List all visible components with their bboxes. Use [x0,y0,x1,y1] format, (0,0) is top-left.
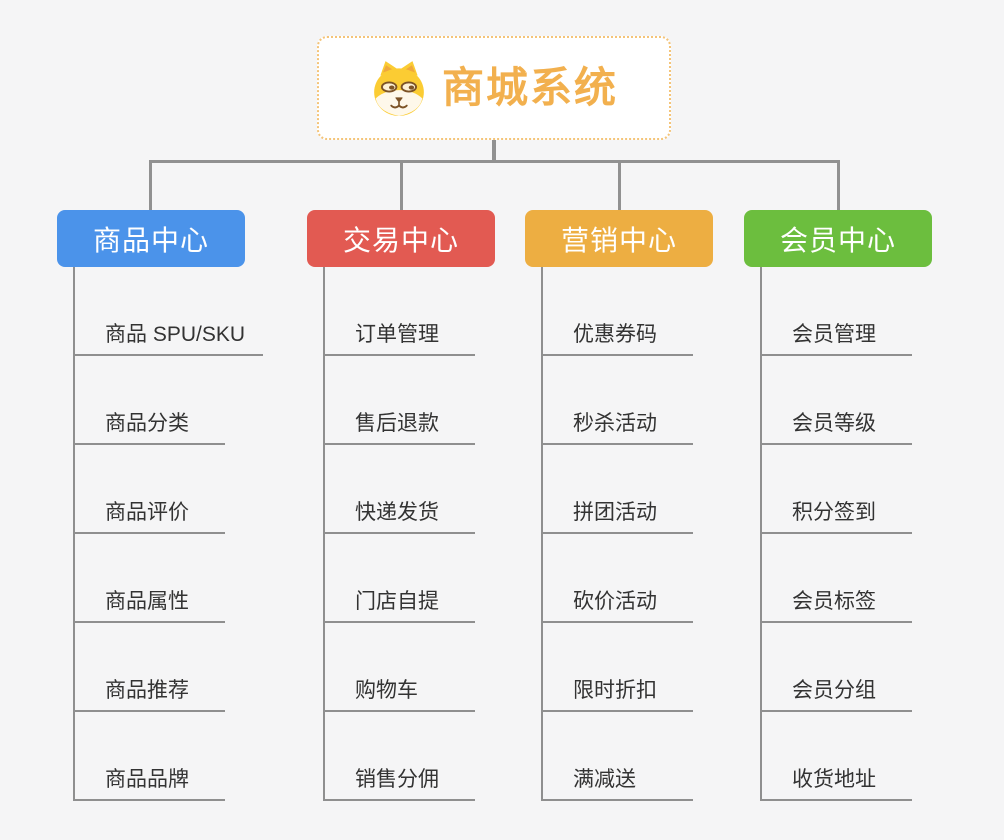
branch-items-marketing-center: 优惠券码 秒杀活动 拼团活动 砍价活动 限时折扣 满减送 [541,267,791,801]
item-node[interactable]: 商品 SPU/SKU [73,267,264,356]
branch-node-trade-center[interactable]: 交易中心 [307,210,495,267]
item-node[interactable]: 会员分组 [760,623,912,712]
item-node[interactable]: 商品品牌 [73,712,225,801]
connector-drop-product [149,160,152,210]
connector-drop-member [837,160,840,210]
branch-node-product-center[interactable]: 商品中心 [57,210,245,267]
connector-root-stem [492,140,496,161]
item-node[interactable]: 售后退款 [323,356,475,445]
root-node[interactable]: 商城系统 [317,36,671,140]
branch-items-product-center: 商品 SPU/SKU 商品分类 商品评价 商品属性 商品推荐 商品品牌 [73,267,323,801]
branch-items-member-center: 会员管理 会员等级 积分签到 会员标签 会员分组 收货地址 [760,267,1004,801]
connector-spine [760,267,762,799]
item-node[interactable]: 秒杀活动 [541,356,693,445]
connector-drop-trade [400,160,403,210]
connector-drop-marketing [618,160,621,210]
item-node[interactable]: 会员等级 [760,356,912,445]
item-node[interactable]: 订单管理 [323,267,475,356]
branch-node-marketing-center[interactable]: 营销中心 [525,210,713,267]
item-node[interactable]: 商品属性 [73,534,225,623]
root-title: 商城系统 [441,64,618,111]
item-node[interactable]: 销售分佣 [323,712,475,801]
item-node[interactable]: 砍价活动 [541,534,693,623]
item-node[interactable]: 商品评价 [73,445,225,534]
item-node[interactable]: 积分签到 [760,445,912,534]
branch-node-member-center[interactable]: 会员中心 [744,210,932,267]
item-node[interactable]: 限时折扣 [541,623,693,712]
item-node[interactable]: 购物车 [323,623,475,712]
connector-spine [323,267,325,799]
branch-items-trade-center: 订单管理 售后退款 快递发货 门店自提 购物车 销售分佣 [323,267,573,801]
item-node[interactable]: 优惠券码 [541,267,693,356]
item-node[interactable]: 会员管理 [760,267,912,356]
item-node[interactable]: 商品推荐 [73,623,225,712]
item-node[interactable]: 门店自提 [323,534,475,623]
connector-horizontal-bar [149,160,840,163]
item-node[interactable]: 商品分类 [73,356,225,445]
item-node[interactable]: 快递发货 [323,445,475,534]
item-node[interactable]: 会员标签 [760,534,912,623]
connector-spine [541,267,543,799]
item-node[interactable]: 收货地址 [760,712,912,801]
item-node[interactable]: 满减送 [541,712,693,801]
connector-spine [73,267,75,799]
dog-face-icon [374,61,424,116]
item-node[interactable]: 拼团活动 [541,445,693,534]
